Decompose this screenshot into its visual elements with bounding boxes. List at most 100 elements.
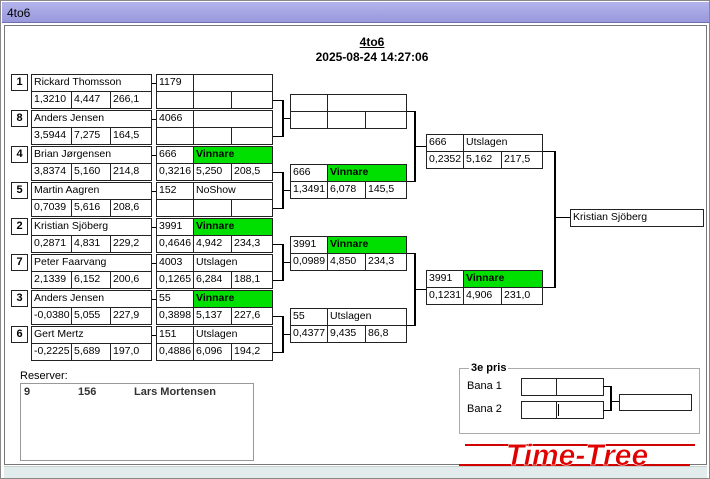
reaction-time[interactable]: 2,1339 [31, 271, 72, 289]
elapsed-time[interactable] [327, 111, 366, 129]
reaction-time[interactable]: 3,8374 [31, 163, 72, 181]
elapsed-time[interactable]: 5,689 [71, 343, 111, 361]
reaction-time[interactable]: 1,3491 [290, 181, 328, 199]
speed[interactable]: 234,3 [231, 235, 273, 253]
elapsed-time[interactable]: 5,137 [193, 307, 232, 325]
driver-name[interactable]: Brian Jørgensen [31, 146, 152, 164]
speed[interactable]: 227,9 [110, 307, 152, 325]
result-status[interactable]: Utslagen [193, 326, 273, 344]
reaction-time[interactable]: 0,3898 [156, 307, 194, 325]
entry-id[interactable]: 4003 [156, 254, 194, 272]
entry-id[interactable]: 666 [290, 164, 328, 182]
elapsed-time[interactable]: 9,435 [327, 325, 366, 343]
reaction-time[interactable]: 3,5944 [31, 127, 72, 145]
reserves-list[interactable]: 9 156 Lars Mortensen [20, 383, 254, 461]
speed[interactable]: 266,1 [110, 91, 152, 109]
elapsed-time[interactable]: 5,250 [193, 163, 232, 181]
reaction-time[interactable]: 0,1265 [156, 271, 194, 289]
elapsed-time[interactable]: 4,942 [193, 235, 232, 253]
speed[interactable]: 214,8 [110, 163, 152, 181]
speed[interactable]: 231,0 [501, 287, 543, 305]
lane1-id[interactable] [521, 378, 557, 396]
speed[interactable]: 227,6 [231, 307, 273, 325]
reaction-time[interactable]: 0,3216 [156, 163, 194, 181]
speed[interactable]: 145,5 [365, 181, 407, 199]
entry-id[interactable]: 1179 [156, 74, 194, 92]
elapsed-time[interactable] [193, 127, 232, 145]
entry-id[interactable]: 55 [290, 308, 328, 326]
speed[interactable]: 229,2 [110, 235, 152, 253]
reaction-time[interactable]: 0,7039 [31, 199, 72, 217]
entry-id[interactable]: 666 [156, 146, 194, 164]
speed[interactable]: 217,5 [501, 151, 543, 169]
driver-name[interactable]: Anders Jensen [31, 110, 152, 128]
elapsed-time[interactable]: 5,162 [463, 151, 502, 169]
lane2-id[interactable] [521, 401, 557, 419]
lane1-result[interactable] [556, 378, 604, 396]
reaction-time[interactable]: 0,0989 [290, 253, 328, 271]
driver-name[interactable]: Peter Faarvang [31, 254, 152, 272]
speed[interactable]: 234,3 [365, 253, 407, 271]
result-status[interactable] [193, 74, 273, 92]
entry-id[interactable]: 666 [426, 134, 464, 152]
entry-id[interactable]: 4066 [156, 110, 194, 128]
speed[interactable] [231, 127, 273, 145]
final-winner[interactable]: Kristian Sjöberg [570, 209, 704, 227]
result-winner[interactable]: Vinnare [193, 218, 273, 236]
elapsed-time[interactable] [193, 91, 232, 109]
speed[interactable]: 86,8 [365, 325, 407, 343]
entry-id[interactable]: 152 [156, 182, 194, 200]
result-status[interactable]: Utslagen [327, 308, 407, 326]
third-place-winner[interactable] [619, 394, 692, 411]
driver-name[interactable]: Kristian Sjöberg [31, 218, 152, 236]
reaction-time[interactable]: 0,4886 [156, 343, 194, 361]
reaction-time[interactable]: 0,2352 [426, 151, 464, 169]
reaction-time[interactable]: 0,2871 [31, 235, 72, 253]
entry-id[interactable]: 151 [156, 326, 194, 344]
speed[interactable]: 197,0 [110, 343, 152, 361]
result-status[interactable]: Utslagen [193, 254, 273, 272]
lane2-result[interactable] [556, 401, 604, 419]
elapsed-time[interactable]: 4,447 [71, 91, 111, 109]
result-winner[interactable]: Vinnare [327, 164, 407, 182]
speed[interactable]: 194,2 [231, 343, 273, 361]
reaction-time[interactable]: 0,1231 [426, 287, 464, 305]
elapsed-time[interactable]: 6,078 [327, 181, 366, 199]
elapsed-time[interactable]: 7,275 [71, 127, 111, 145]
entry-id[interactable]: 3991 [290, 236, 328, 254]
elapsed-time[interactable]: 5,616 [71, 199, 111, 217]
entry-id[interactable]: 55 [156, 290, 194, 308]
result-winner[interactable]: Vinnare [193, 290, 273, 308]
driver-name[interactable]: Anders Jensen [31, 290, 152, 308]
reaction-time[interactable] [156, 127, 194, 145]
result-status[interactable] [193, 110, 273, 128]
speed[interactable]: 200,6 [110, 271, 152, 289]
elapsed-time[interactable]: 6,152 [71, 271, 111, 289]
result-winner[interactable]: Vinnare [463, 270, 543, 288]
elapsed-time[interactable]: 4,850 [327, 253, 366, 271]
speed[interactable] [365, 111, 407, 129]
result-status[interactable] [327, 94, 407, 112]
speed[interactable]: 188,1 [231, 271, 273, 289]
speed[interactable]: 208,6 [110, 199, 152, 217]
speed[interactable]: 208,5 [231, 163, 273, 181]
result-winner[interactable]: Vinnare [327, 236, 407, 254]
reaction-time[interactable] [290, 111, 328, 129]
entry-id[interactable]: 3991 [426, 270, 464, 288]
driver-name[interactable]: Gert Mertz [31, 326, 152, 344]
reaction-time[interactable]: 1,3210 [31, 91, 72, 109]
elapsed-time[interactable]: 6,096 [193, 343, 232, 361]
result-status[interactable]: NoShow [193, 182, 273, 200]
result-status[interactable]: Utslagen [463, 134, 543, 152]
elapsed-time[interactable] [193, 199, 232, 217]
driver-name[interactable]: Martin Aagren [31, 182, 152, 200]
speed[interactable] [231, 91, 273, 109]
reaction-time[interactable]: -0,2225 [31, 343, 72, 361]
reaction-time[interactable]: -0,0380 [31, 307, 72, 325]
result-winner[interactable]: Vinnare [193, 146, 273, 164]
elapsed-time[interactable]: 5,055 [71, 307, 111, 325]
reaction-time[interactable] [156, 199, 194, 217]
elapsed-time[interactable]: 5,160 [71, 163, 111, 181]
entry-id[interactable] [290, 94, 328, 112]
driver-name[interactable]: Rickard Thomsson [31, 74, 152, 92]
